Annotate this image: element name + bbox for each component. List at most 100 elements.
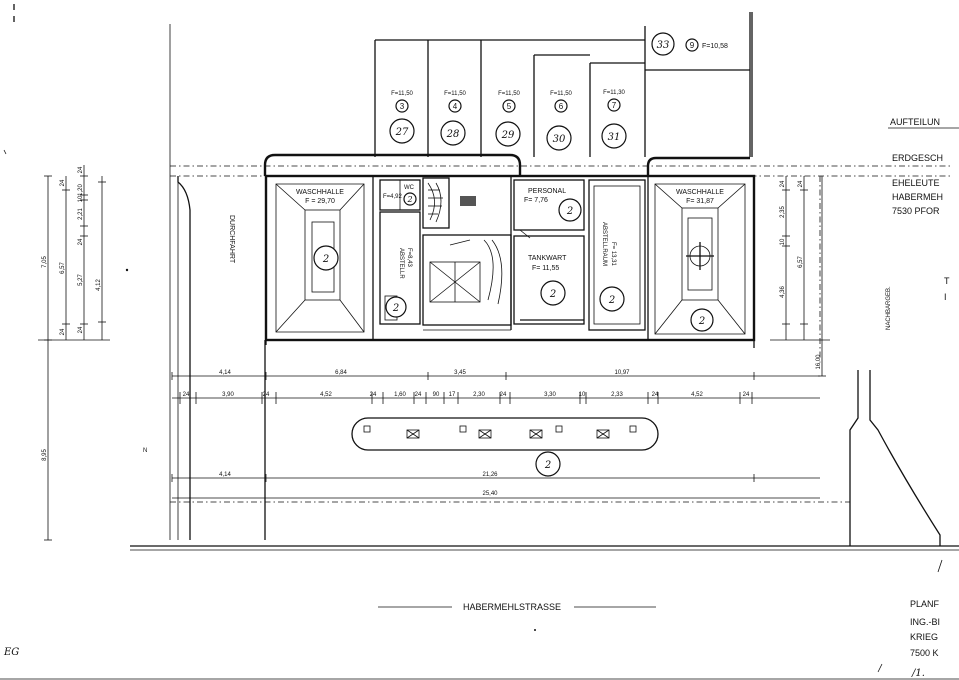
dim-label: 24 xyxy=(183,392,190,398)
unit-number: 31 xyxy=(608,132,621,143)
dim-label: 24 xyxy=(78,166,84,173)
frame-lines xyxy=(0,4,959,680)
dim-label: 24 xyxy=(798,180,804,187)
corner-mark: EG xyxy=(3,647,19,658)
title-side: I xyxy=(944,292,947,302)
dim-label: 25,40 xyxy=(482,491,498,497)
dim-label: 10,97 xyxy=(614,370,630,376)
title-side: T xyxy=(944,276,950,286)
dim-label: 2,21 xyxy=(78,208,84,220)
dim-label: 24 xyxy=(500,392,507,398)
dim-label: 24 xyxy=(652,392,659,398)
dim-label: 24 xyxy=(78,326,84,333)
dim-label: 24 xyxy=(743,392,750,398)
dim-label: 3,90 xyxy=(222,392,234,398)
dimension-row-1: 4,14 6,84 3,45 10,97 xyxy=(171,370,820,380)
dim-label: 1,60 xyxy=(394,392,406,398)
pump-island: 2 xyxy=(351,417,659,477)
dim-label: 24 xyxy=(60,328,66,335)
dim-label: 24 xyxy=(370,392,377,398)
waschhalle-right: WASCHHALLE F= 31,87 2 xyxy=(647,176,746,340)
unit-area: F=11,50 xyxy=(550,91,572,97)
unit-number: 33 xyxy=(657,40,670,51)
room-name: WASCHHALLE xyxy=(296,189,344,196)
unit-area: F=11,50 xyxy=(391,91,413,97)
boundary-lines xyxy=(170,165,950,503)
dim-label: 1,20 xyxy=(78,184,84,196)
street-name: HABERMEHLSTRASSE xyxy=(463,602,561,612)
dim-label: 2,33 xyxy=(611,392,623,398)
unit-no: 7 xyxy=(612,101,617,110)
unit-number: 30 xyxy=(553,134,566,145)
dim-label: 4,36 xyxy=(780,286,786,298)
durchfahrt-area: DURCHFAHRT xyxy=(177,176,266,540)
dim-label: 24 xyxy=(780,180,786,187)
room-area: F= 31,87 xyxy=(686,198,714,205)
forecourt-unit: 2 xyxy=(544,460,551,471)
street-edge: NACHBARGEB. N xyxy=(130,286,959,551)
abstellraum-area: F= 13,31 xyxy=(610,242,616,267)
pump-symbol xyxy=(406,429,420,439)
room-unit: 2 xyxy=(698,316,705,327)
planner-line: 7500 K xyxy=(910,648,939,658)
title-line: HABERMEH xyxy=(892,192,943,202)
dim-label: 4,14 xyxy=(219,472,231,478)
wc-area: F=4,92 xyxy=(383,194,403,200)
title-line: EHELEUTE xyxy=(892,178,940,188)
abstellr-unit: 2 xyxy=(392,303,399,314)
unit-number: 28 xyxy=(446,129,460,140)
waschhalle-left: WASCHHALLE F = 29,70 2 xyxy=(275,176,374,340)
abstellraum-block: ABSTELLRAUM F= 13,31 2 xyxy=(588,179,646,331)
wc-unit: 2 xyxy=(406,195,412,204)
dim-label: 3,30 xyxy=(544,392,556,398)
dimension-row-3: 4,14 21,26 xyxy=(171,472,820,482)
dim-label: 24 xyxy=(78,238,84,245)
dim-label: 5,27 xyxy=(78,274,84,286)
unit-no: 5 xyxy=(507,102,512,111)
wc-name: WC xyxy=(404,185,415,191)
dim-label: 24 xyxy=(60,179,66,186)
unit-area: F=10,58 xyxy=(702,43,728,50)
dim-label: 10 xyxy=(780,238,786,245)
unit-number: 29 xyxy=(501,130,515,141)
dim-label: 24 xyxy=(415,392,422,398)
unit-area: F=11,30 xyxy=(603,90,625,96)
planner-sign: /1. xyxy=(911,668,925,679)
dim-label: 90 xyxy=(433,392,440,398)
unit-4-label: F=11,50 4 28 xyxy=(440,91,467,146)
dim-label: 24 xyxy=(263,392,270,398)
dim-label: 6,57 xyxy=(60,262,66,274)
unit-5-label: F=11,50 5 29 xyxy=(495,91,521,147)
dim-label: 6,57 xyxy=(798,256,804,268)
personal-tankwart-block: PERSONAL F= 7,76 2 TANKWART F= 11,55 2 xyxy=(510,176,585,330)
room-area: F = 29,70 xyxy=(305,198,335,205)
planner-line: ING.-BI xyxy=(910,617,940,627)
dim-label: 8,95 xyxy=(42,449,48,461)
dim-label: 10 xyxy=(579,392,586,398)
dimension-row-4: 25,40 xyxy=(172,491,820,499)
unit-area: F=11,50 xyxy=(444,91,466,97)
dim-label: 16,00 xyxy=(816,354,822,370)
title-block: AUFTEILUN ERDGESCH EHELEUTE HABERMEH 753… xyxy=(877,117,959,679)
title-line: AUFTEILUN xyxy=(890,117,940,127)
unit-no: 3 xyxy=(400,102,405,111)
unit-7-label: F=11,30 7 31 xyxy=(601,90,627,149)
personal-unit: 2 xyxy=(566,206,573,217)
room-name: WASCHHALLE xyxy=(676,189,724,196)
unit-no: 6 xyxy=(559,102,564,111)
dim-label: 4,14 xyxy=(219,370,231,376)
abstellr-name: ABSTELLR xyxy=(398,248,404,279)
tankwart-unit: 2 xyxy=(549,289,556,300)
street-label: HABERMEHLSTRASSE xyxy=(378,602,656,612)
unit-no: 4 xyxy=(453,102,458,111)
abstellraum-unit: 2 xyxy=(608,295,615,306)
tankwart-name: TANKWART xyxy=(528,255,567,262)
dim-label: 3,45 xyxy=(454,370,466,376)
pump-symbol xyxy=(596,429,610,439)
stair-core xyxy=(422,177,512,331)
dim-label: 6,84 xyxy=(335,370,347,376)
dim-label: 4,52 xyxy=(691,392,703,398)
dim-label: 10 xyxy=(78,195,84,202)
tankwart-area: F= 11,55 xyxy=(532,265,559,272)
